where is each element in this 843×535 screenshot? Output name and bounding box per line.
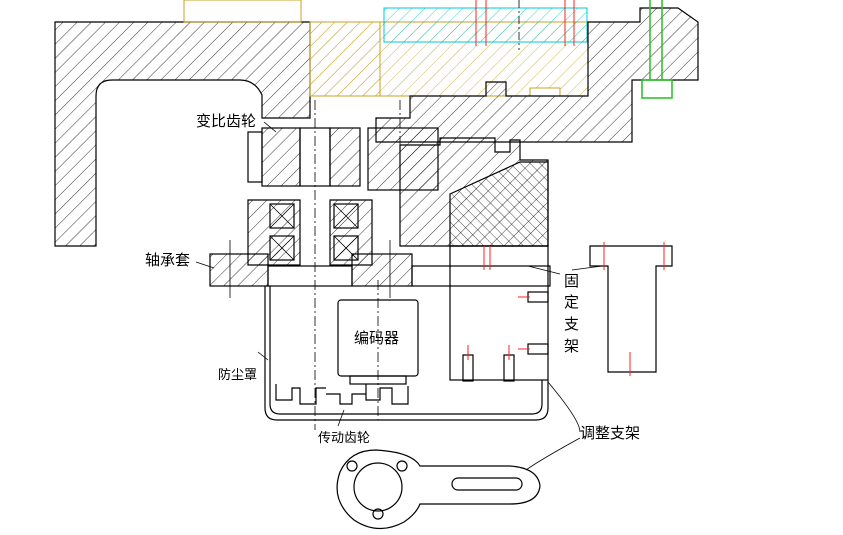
label-ratio-gear: 变比齿轮	[196, 112, 256, 130]
label-fixed-bracket-3: 支	[564, 315, 579, 333]
label-dust-cover: 防尘罩	[218, 367, 257, 383]
label-fixed-bracket-1: 固	[564, 272, 579, 290]
leader-lines	[195, 121, 603, 471]
label-adjust-bracket: 调整支架	[580, 424, 640, 442]
label-encoder: 编码器	[354, 329, 399, 347]
label-fixed-bracket-4: 架	[564, 337, 579, 355]
label-bearing-sleeve: 轴承套	[145, 251, 190, 269]
dust-cover-box	[264, 245, 551, 421]
top-frame	[54, 0, 699, 247]
drive-gears	[275, 384, 409, 405]
bearing-housing	[209, 199, 413, 298]
encoder-body	[337, 280, 419, 420]
label-fixed-bracket-2: 定	[564, 293, 579, 311]
label-drive-gear: 传动齿轮	[318, 431, 370, 446]
fixed-bracket-view	[589, 242, 673, 376]
adjust-bracket-view	[336, 449, 541, 530]
ratio-gear-assembly	[247, 100, 439, 430]
